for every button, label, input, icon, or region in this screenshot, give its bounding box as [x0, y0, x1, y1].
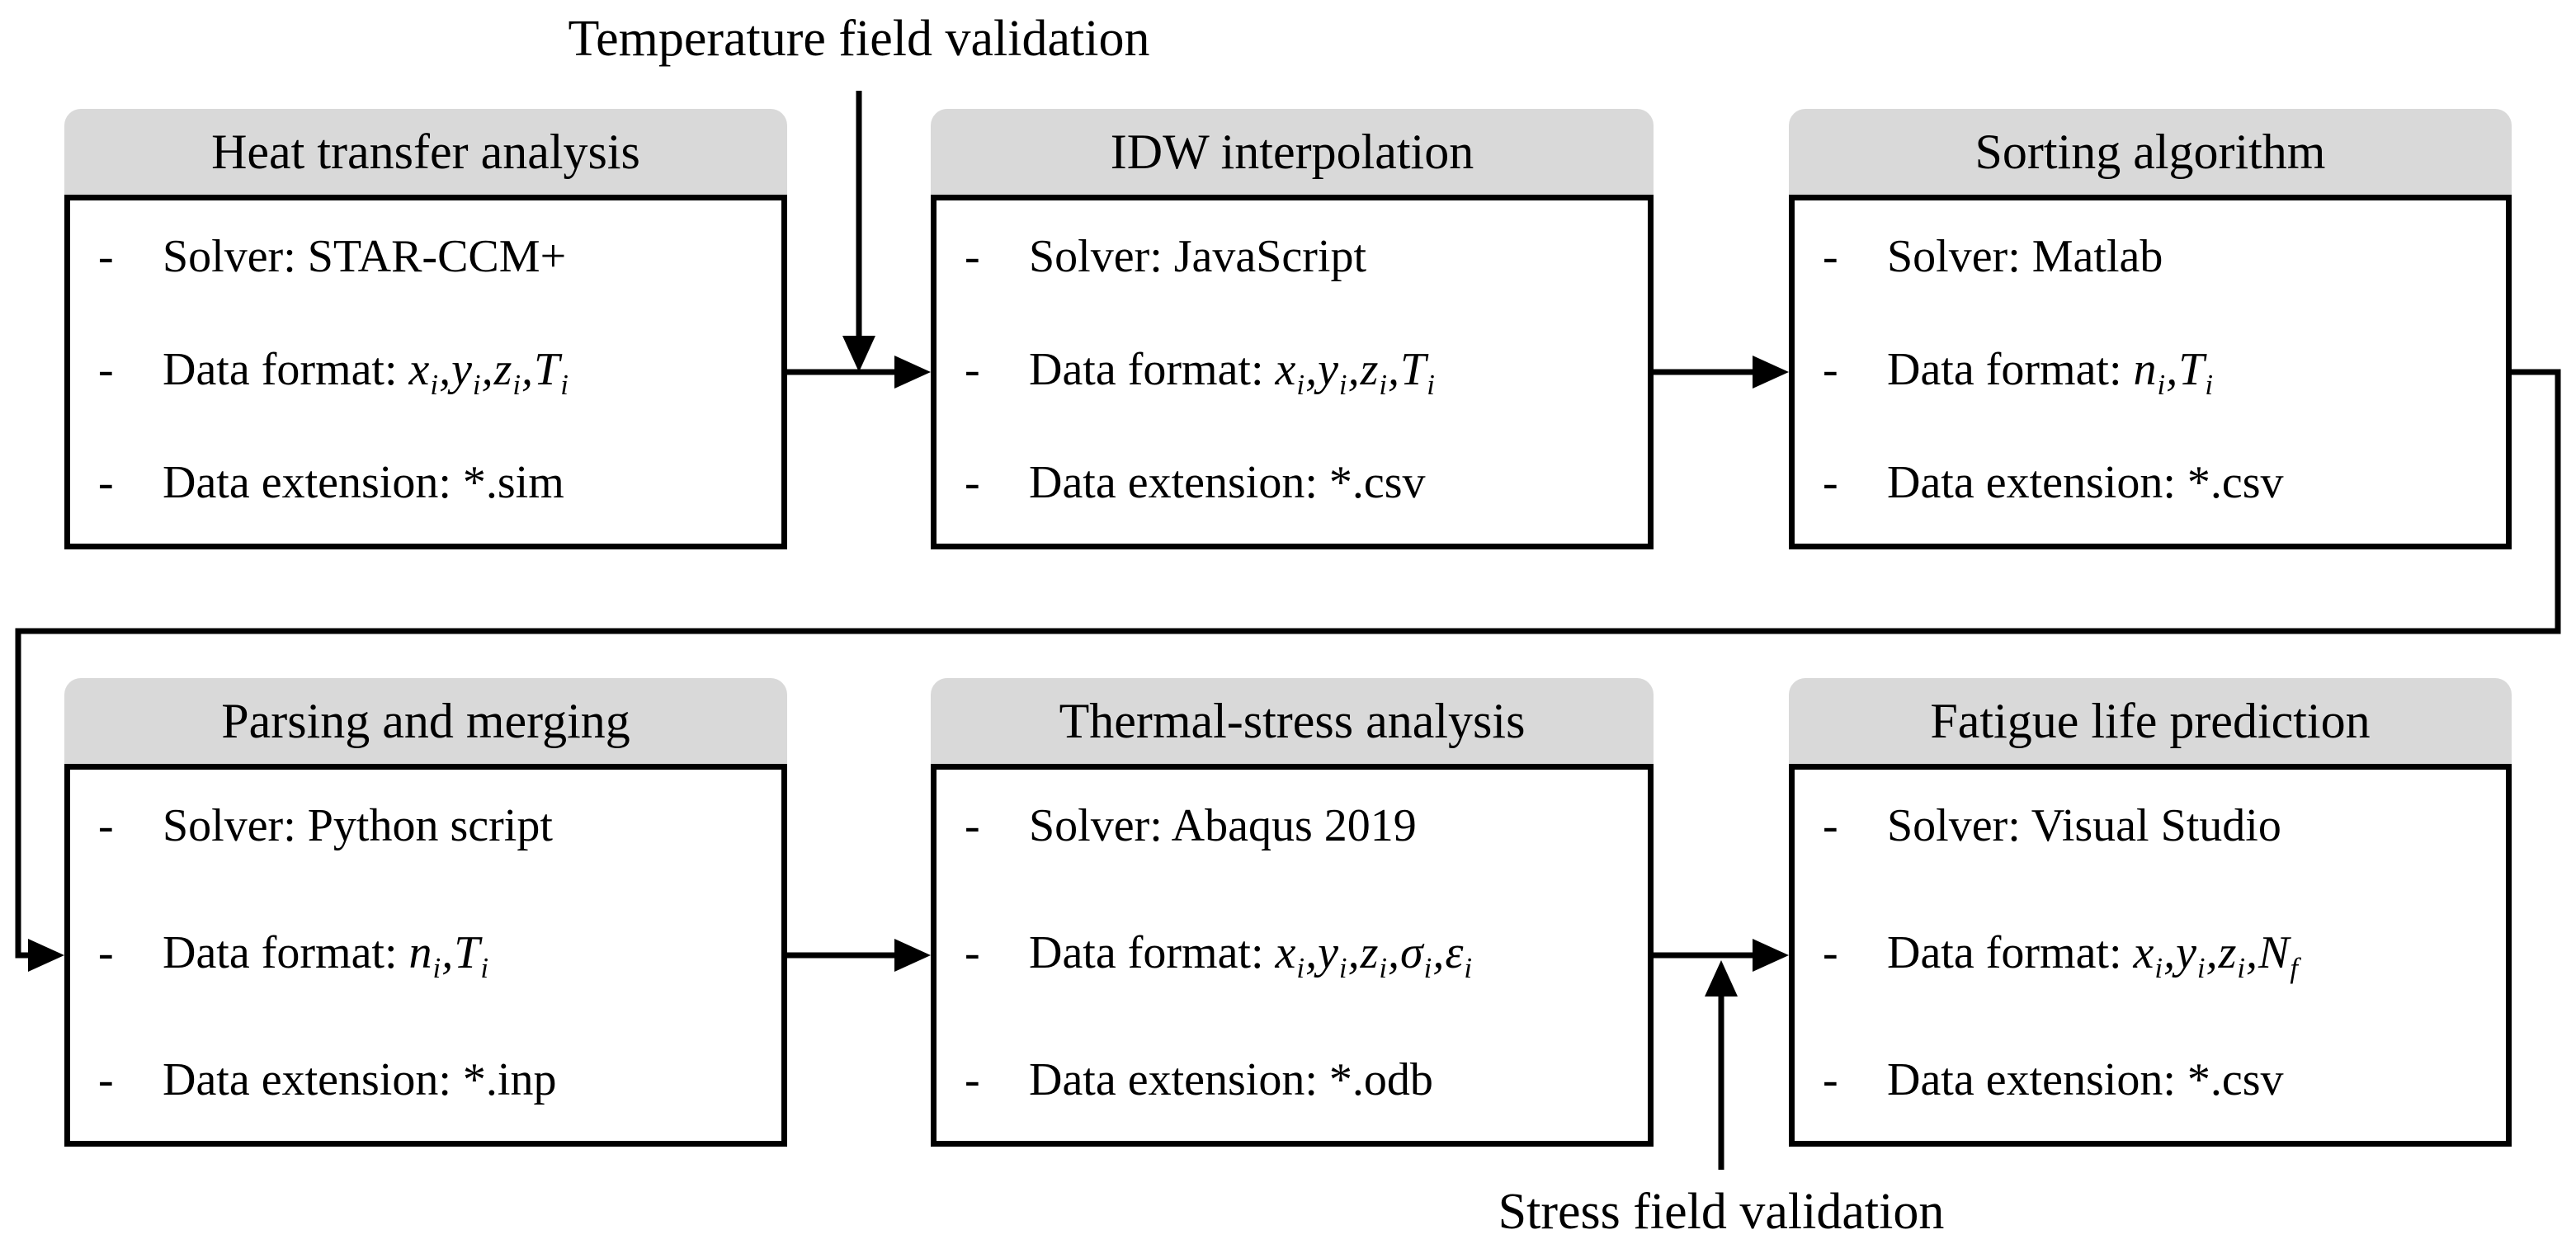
- bullet-dash: -: [98, 1054, 114, 1105]
- data-format-label: Data format:: [1029, 927, 1264, 978]
- solver-text: Solver: Matlab: [1887, 231, 2163, 282]
- bullet-line-solver: - Solver: STAR-CCM+: [70, 233, 773, 280]
- bullet-line-solver: - Solver: Abaqus 2019: [937, 803, 1639, 849]
- bullet-dash: -: [965, 800, 980, 851]
- connector-idw-to-sorting: [1654, 356, 1789, 389]
- temperature-validation-label: Temperature field validation: [568, 11, 1150, 67]
- stress-validation-label: Stress field validation: [1498, 1184, 1945, 1240]
- bullet-dash: -: [1823, 927, 1838, 978]
- box-header: Parsing and merging: [64, 678, 787, 764]
- data-format-formula: ni,Ti: [2133, 344, 2215, 402]
- data-format-formula: xi,yi,zi,Ti: [408, 344, 569, 402]
- data-format-label: Data format:: [163, 927, 398, 978]
- solver-text: Solver: JavaScript: [1029, 231, 1367, 282]
- solver-text: Solver: Abaqus 2019: [1029, 800, 1417, 851]
- box-sorting-algorithm: Sorting algorithm - Solver: Matlab - Dat…: [1789, 109, 2512, 549]
- bullet-line-data-extension: - Data extension: *.sim: [70, 459, 773, 506]
- box-title: Fatigue life prediction: [1930, 694, 2371, 748]
- bullet-dash: -: [965, 927, 980, 978]
- box-title: Sorting algorithm: [1974, 125, 2326, 179]
- data-extension-text: Data extension: *.csv: [1887, 1054, 2284, 1105]
- box-title: Thermal-stress analysis: [1059, 694, 1526, 748]
- data-format-formula: xi,yi,zi,σi,εi: [1275, 927, 1474, 985]
- bullet-dash: -: [98, 800, 114, 851]
- bullet-dash: -: [1823, 1054, 1838, 1105]
- box-header: Thermal-stress analysis: [931, 678, 1654, 764]
- box-body: - Solver: Matlab - Data format: ni,Ti - …: [1789, 195, 2512, 549]
- box-title: IDW interpolation: [1110, 125, 1474, 179]
- box-body: - Solver: STAR-CCM+ - Data format: xi,yi…: [64, 195, 787, 549]
- arrow-temperature-validation: [842, 91, 875, 372]
- data-format-label: Data format:: [163, 344, 398, 395]
- box-body: - Solver: JavaScript - Data format: xi,y…: [931, 195, 1654, 549]
- solver-text: Solver: Python script: [163, 800, 553, 851]
- box-idw-interpolation: IDW interpolation - Solver: JavaScript -…: [931, 109, 1654, 549]
- bullet-dash: -: [1823, 231, 1838, 282]
- box-fatigue-life-prediction: Fatigue life prediction - Solver: Visual…: [1789, 678, 2512, 1147]
- bullet-dash: -: [965, 344, 980, 395]
- box-title: Heat transfer analysis: [211, 125, 640, 179]
- bullet-dash: -: [98, 457, 114, 508]
- bullet-line-solver: - Solver: Visual Studio: [1795, 803, 2498, 849]
- bullet-line-solver: - Solver: Matlab: [1795, 233, 2498, 280]
- bullet-line-data-format: - Data format: ni,Ti: [70, 927, 773, 985]
- arrow-stress-validation: [1705, 960, 1738, 1170]
- bullet-dash: -: [98, 231, 114, 282]
- box-thermal-stress-analysis: Thermal-stress analysis - Solver: Abaqus…: [931, 678, 1654, 1147]
- data-format-formula: ni,Ti: [408, 927, 490, 985]
- connector-heat-to-idw: [787, 356, 931, 389]
- bullet-dash: -: [1823, 800, 1838, 851]
- solver-text: Solver: STAR-CCM+: [163, 231, 567, 282]
- bullet-dash: -: [98, 927, 114, 978]
- data-format-formula: xi,yi,zi,Ti: [1275, 344, 1436, 402]
- data-extension-text: Data extension: *.inp: [163, 1054, 557, 1105]
- bullet-dash: -: [1823, 344, 1838, 395]
- data-extension-text: Data extension: *.csv: [1029, 457, 1426, 508]
- box-header: Heat transfer analysis: [64, 109, 787, 195]
- box-heat-transfer-analysis: Heat transfer analysis - Solver: STAR-CC…: [64, 109, 787, 549]
- solver-text: Solver: Visual Studio: [1887, 800, 2281, 851]
- bullet-line-data-format: - Data format: ni,Ti: [1795, 344, 2498, 402]
- box-header: Fatigue life prediction: [1789, 678, 2512, 764]
- bullet-line-data-extension: - Data extension: *.csv: [1795, 1057, 2498, 1103]
- bullet-line-data-format: - Data format: xi,yi,zi,Ti: [70, 344, 773, 402]
- bullet-line-data-format: - Data format: xi,yi,zi,Nf: [1795, 927, 2498, 985]
- connector-parsing-to-thermal: [787, 939, 931, 972]
- bullet-line-data-extension: - Data extension: *.csv: [937, 459, 1639, 506]
- box-header: Sorting algorithm: [1789, 109, 2512, 195]
- box-body: - Solver: Abaqus 2019 - Data format: xi,…: [931, 764, 1654, 1147]
- bullet-dash: -: [98, 344, 114, 395]
- bullet-line-solver: - Solver: Python script: [70, 803, 773, 849]
- bullet-dash: -: [1823, 457, 1838, 508]
- data-extension-text: Data extension: *.sim: [163, 457, 564, 508]
- bullet-line-data-extension: - Data extension: *.inp: [70, 1057, 773, 1103]
- box-header: IDW interpolation: [931, 109, 1654, 195]
- data-format-label: Data format:: [1887, 927, 2122, 978]
- box-body: - Solver: Python script - Data format: n…: [64, 764, 787, 1147]
- data-format-label: Data format:: [1887, 344, 2122, 395]
- bullet-dash: -: [965, 1054, 980, 1105]
- bullet-line-data-extension: - Data extension: *.odb: [937, 1057, 1639, 1103]
- data-format-formula: xi,yi,zi,Nf: [2133, 927, 2300, 985]
- bullet-line-data-extension: - Data extension: *.csv: [1795, 459, 2498, 506]
- data-format-label: Data format:: [1029, 344, 1264, 395]
- bullet-line-data-format: - Data format: xi,yi,zi,Ti: [937, 344, 1639, 402]
- bullet-dash: -: [965, 231, 980, 282]
- data-extension-text: Data extension: *.odb: [1029, 1054, 1433, 1105]
- connector-thermal-to-fatigue: [1654, 939, 1789, 972]
- box-parsing-and-merging: Parsing and merging - Solver: Python scr…: [64, 678, 787, 1147]
- data-extension-text: Data extension: *.csv: [1887, 457, 2284, 508]
- box-body: - Solver: Visual Studio - Data format: x…: [1789, 764, 2512, 1147]
- bullet-line-data-format: - Data format: xi,yi,zi,σi,εi: [937, 927, 1639, 985]
- bullet-line-solver: - Solver: JavaScript: [937, 233, 1639, 280]
- box-title: Parsing and merging: [221, 694, 630, 748]
- bullet-dash: -: [965, 457, 980, 508]
